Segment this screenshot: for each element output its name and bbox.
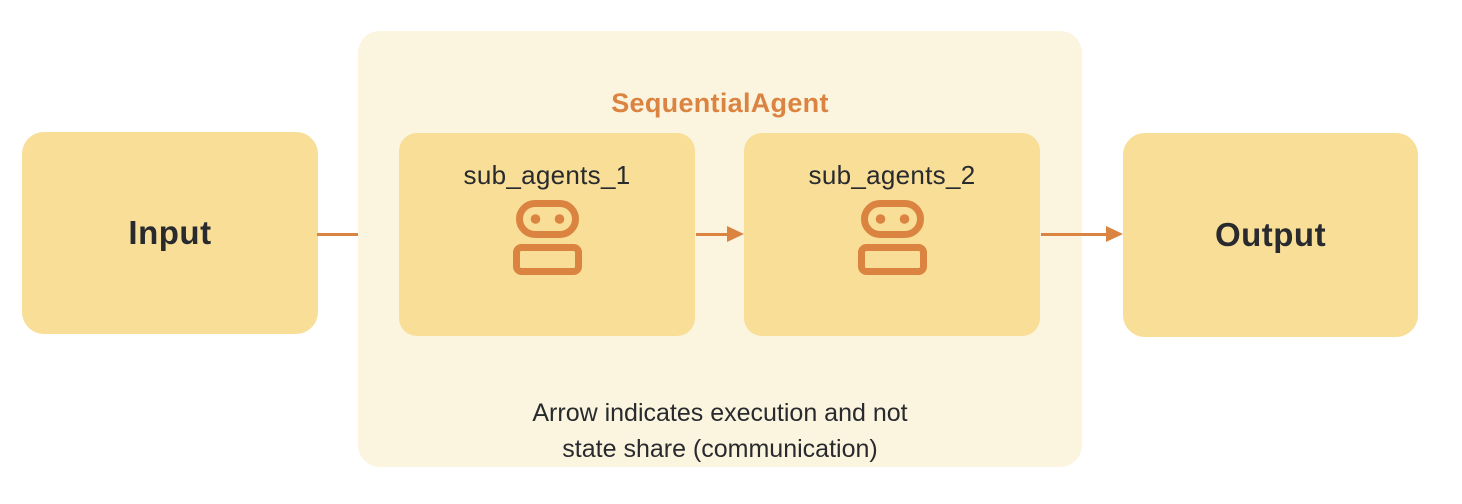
input-label: Input — [128, 214, 212, 251]
output-label: Output — [1214, 216, 1327, 253]
caption: Arrow indicates execution and not state … — [358, 395, 1082, 467]
input-node: Input — [22, 132, 318, 334]
sub-agent-1-label: sub_agents_1 — [463, 160, 631, 190]
caption-line-1: Arrow indicates execution and not — [532, 399, 908, 427]
output-node: Output — [1123, 133, 1418, 337]
arrow-shaft — [1041, 232, 1106, 236]
sub-agent-node-1: sub_agents_1 — [399, 133, 695, 336]
arrow-shaft — [696, 232, 727, 236]
arrow-shaft — [317, 232, 383, 236]
robot-icon — [857, 200, 927, 275]
sequential-agent-title: SequentialAgent — [611, 88, 829, 118]
arrowhead-icon — [727, 226, 744, 242]
caption-line-2: state share (communication) — [562, 435, 878, 463]
sub-agent-2-label: sub_agents_2 — [808, 160, 976, 190]
arrow-sub1-to-sub2 — [696, 226, 744, 242]
arrow-sub2-to-output — [1041, 226, 1123, 242]
sub-agent-node-2: sub_agents_2 — [744, 133, 1040, 336]
robot-icon — [512, 200, 582, 275]
arrowhead-icon — [1106, 226, 1123, 242]
